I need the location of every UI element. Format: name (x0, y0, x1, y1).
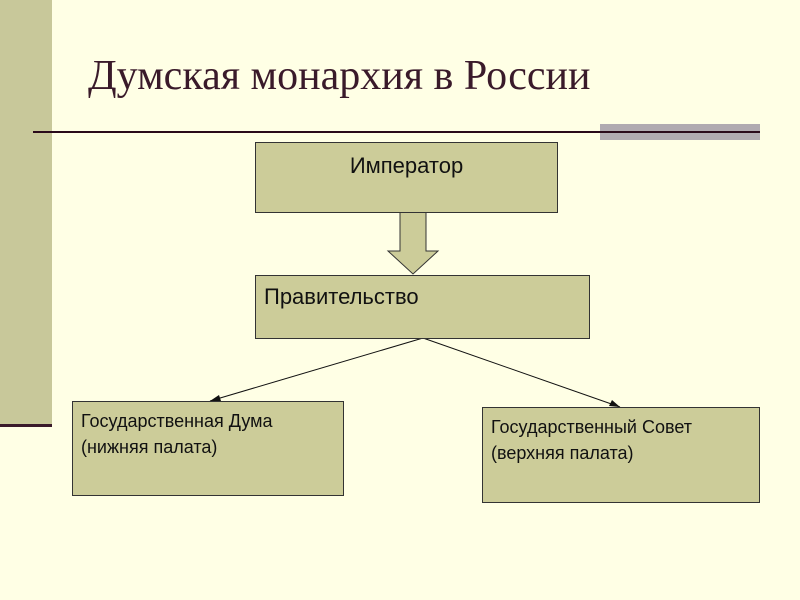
duma-label: Государственная Дума (81, 411, 273, 431)
connector-right (422, 337, 621, 408)
government-label: Правительство (264, 284, 419, 309)
emperor-label: Император (349, 153, 464, 178)
down-arrow (386, 211, 440, 275)
council-sublabel: (верхняя палата) (491, 443, 634, 463)
duma-box: Государственная Дума (нижняя палата) (72, 401, 344, 496)
arrowhead-left (210, 395, 221, 401)
council-box: Государственный Совет (верхняя палата) (482, 407, 760, 503)
arrowhead-right (609, 400, 620, 407)
government-box: Правительство (255, 275, 590, 339)
connector-left (209, 337, 424, 402)
slide-title: Думская монархия в России (88, 53, 591, 99)
council-label: Государственный Совет (491, 417, 692, 437)
emperor-box: Император (255, 142, 558, 213)
sidebar-underline (0, 424, 52, 427)
sidebar-decoration (0, 0, 52, 425)
duma-sublabel: (нижняя палата) (81, 437, 218, 457)
title-divider (33, 131, 760, 133)
